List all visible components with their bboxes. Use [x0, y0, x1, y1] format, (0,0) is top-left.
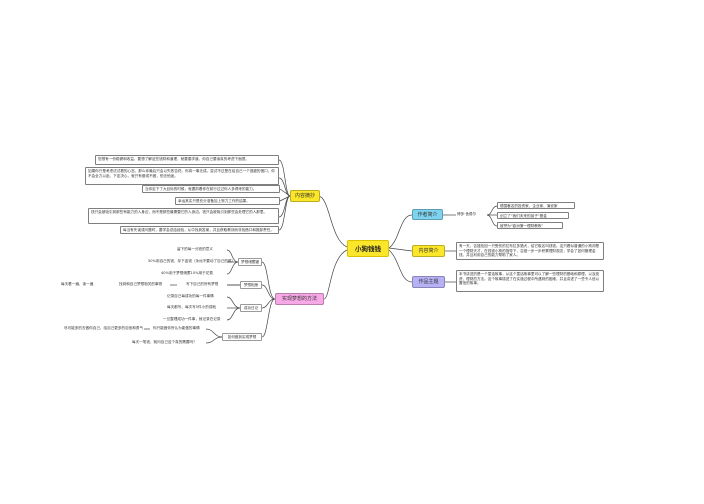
author-item-3: 被誉为“欧洲第一理财教练”: [497, 222, 563, 229]
achieve-item-1: 你只能做你所认为能做的事情: [153, 326, 200, 330]
diary-item-1: 记录自己每成功的每一件事情: [167, 294, 214, 298]
album-item-1: 找到和自己梦想相关的事物: [119, 282, 163, 286]
achieve-lead: 尽可能多的去做你自己，给自己更多的自信和勇气: [64, 326, 144, 330]
diary-item-3: 一旦整理成功一件事，就记录在记录: [163, 317, 221, 321]
savings-item-1: 留下的每一分钱的意义: [177, 247, 213, 251]
author-name: 博多·舍费尔: [457, 212, 477, 216]
album-item-2: 写下自己的所有梦想: [186, 282, 219, 286]
excerpt-item-1: 您想有一份稳健和收益，要想了解这些钱财和道理，就要善学道、你自己要读真的考虑下面…: [95, 155, 279, 165]
branch-excerpts[interactable]: 内容摘抄: [290, 190, 320, 202]
excerpt-item-2: 如果你只是考虑试试看的心态，那么你最后只会以失败告终。你将一事无成。尝试不过是在…: [85, 167, 279, 185]
excerpt-item-4: 幸运其实只是充分准备加上努力工作的结果。: [175, 197, 280, 205]
excerpt-item-3: 当你定下了大目标的时候，就要抓着你在前行过过你人多得来的能力。: [142, 185, 280, 193]
summary-text: 有一天，吉娅捡回一只受伤的拉布拉多猎犬，给它取名叫钱钱。这只看似普通的小狗却是一…: [456, 242, 604, 260]
branch-theme[interactable]: 作品主题: [412, 276, 445, 288]
branch-summary[interactable]: 内容简介: [412, 245, 445, 257]
branch-author[interactable]: 作者简介: [412, 209, 443, 220]
excerpt-item-6: 每当有失误或问题时，要学会总结经验，从中找到答案，并且获取教训而非找借口和推卸责…: [120, 226, 279, 234]
achieve-item-2: 每天一笔钱、就问自己这个真的需要吗？: [132, 340, 197, 344]
method-group-achieve[interactable]: 如何做到实现梦想: [222, 333, 262, 341]
theme-text: 本书讲述的是一个童话故事，从这个童话故事里可以了解一些理财的基础和原理。以及投资…: [456, 270, 604, 292]
central-topic[interactable]: 小狗钱钱: [347, 240, 389, 257]
method-group-savings[interactable]: 梦想储蓄罐: [238, 258, 262, 266]
author-item-1: 德国著名的投资家、企业家、演说家: [497, 202, 575, 209]
excerpt-item-5: 钱只会被吸引到那些有能力的人身边，而不是那些最需要它的人身边。钱只会被吸引到那些…: [88, 208, 279, 224]
album-lead: 每天看一遍、读一遍: [61, 282, 94, 286]
method-group-diary[interactable]: 成功日记: [240, 304, 262, 312]
branch-methods[interactable]: 实现梦想的方法: [275, 293, 324, 305]
diary-item-2: 每天都写、每次写5件小的成就: [167, 305, 217, 309]
savings-item-3: 40%用于梦想储蓄10%用于花费: [161, 271, 213, 275]
savings-item-2: 50%用自己的钱、存下金钱（永远不要动了自己的鹅）: [148, 259, 236, 263]
author-item-2: 创立了“我们未来的孩子”基金: [497, 212, 569, 219]
method-group-album[interactable]: 梦想相册: [240, 281, 262, 289]
